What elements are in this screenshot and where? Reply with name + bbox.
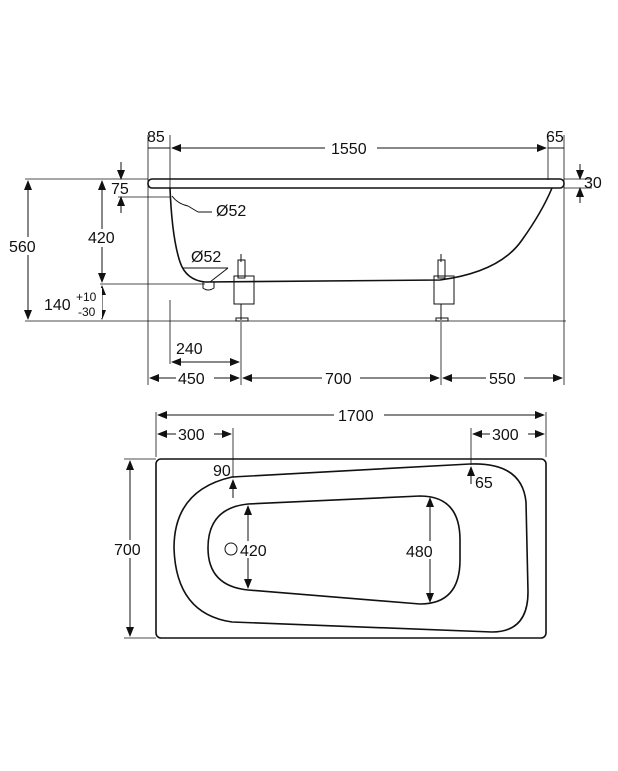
dim-140: 140 <box>44 297 71 314</box>
dim-480-inner: 480 <box>406 544 433 561</box>
dim-700-feet: 700 <box>325 371 352 388</box>
tub-body <box>169 187 553 283</box>
drain-outlet <box>202 282 215 291</box>
drain-circle <box>224 542 238 556</box>
dim-700-width: 700 <box>114 542 141 559</box>
dim-300-left: 300 <box>178 427 205 444</box>
dim-140-tol-lower: -30 <box>78 305 96 319</box>
dim-65-top: 65 <box>475 475 493 492</box>
dim-300-right: 300 <box>492 427 519 444</box>
tub-inner-rim <box>173 463 529 633</box>
dim-75: 75 <box>111 181 129 198</box>
dim-450: 450 <box>178 371 205 388</box>
dim-1550: 1550 <box>331 141 367 158</box>
dim-85: 85 <box>147 129 165 146</box>
dim-420-side: 420 <box>88 230 115 247</box>
tub-rim <box>147 178 565 189</box>
tub-outline-top <box>155 458 547 639</box>
dim-240: 240 <box>176 341 203 358</box>
dim-diameter-52-drain: Ø52 <box>191 249 221 266</box>
top-view: 1700 300 300 90 65 700 420 480 <box>112 404 547 639</box>
dim-560: 560 <box>9 239 36 256</box>
dim-1700: 1700 <box>338 408 374 425</box>
dim-65: 65 <box>546 129 564 146</box>
dim-90: 90 <box>213 463 231 480</box>
dim-550: 550 <box>489 371 516 388</box>
right-foot <box>433 254 455 322</box>
side-view: 85 1550 65 30 560 420 75 140 +10 -30 Ø52 <box>6 129 602 388</box>
dim-140-tol-upper: +10 <box>76 290 97 304</box>
dim-30: 30 <box>584 175 602 192</box>
dim-420-inner: 420 <box>240 543 267 560</box>
left-foot <box>233 254 255 322</box>
overflow-outlet <box>171 195 189 207</box>
tub-basin <box>207 495 461 605</box>
dim-diameter-52-overflow: Ø52 <box>216 203 246 220</box>
